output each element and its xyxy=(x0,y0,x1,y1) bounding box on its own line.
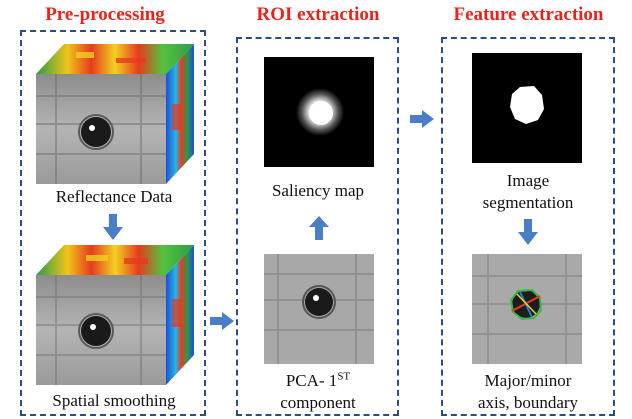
stage-title-preprocessing: Pre-processing xyxy=(45,4,165,25)
label-image-segmentation-line1: Image xyxy=(506,171,550,190)
arrow-down-preprocessing xyxy=(103,214,123,240)
arrow-right-to-roi xyxy=(210,312,234,330)
stage-title-feature: Feature extraction xyxy=(453,4,604,25)
label-reflectance-data: Reflectance Data xyxy=(55,187,173,206)
panel-preprocessing xyxy=(20,30,206,416)
label-pca-superscript: ST xyxy=(337,370,351,383)
label-spatial-smoothing: Spatial smoothing xyxy=(52,391,176,410)
label-major-minor-axis: Major/minor axis, boundary xyxy=(443,370,613,414)
label-pca-main: PCA- 1 xyxy=(285,371,338,390)
label-image-segmentation-line2: segmentation xyxy=(482,193,574,212)
saliency-map-image xyxy=(264,57,374,167)
stage-title-roi: ROI extraction xyxy=(256,4,380,25)
label-pca-line2: component xyxy=(280,393,356,412)
panel-feature xyxy=(441,37,615,416)
label-major-minor-line2: axis, boundary xyxy=(477,393,579,412)
major-minor-axis-image xyxy=(472,254,582,364)
arrow-up-roi xyxy=(309,216,329,240)
label-major-minor-line1: Major/minor xyxy=(484,371,572,390)
panel-roi xyxy=(236,37,399,416)
label-saliency-map: Saliency map xyxy=(271,181,365,200)
label-image-segmentation: Image segmentation xyxy=(443,170,613,214)
pca-first-component-image xyxy=(264,254,374,364)
spatial-smoothing-cube-image xyxy=(36,245,194,385)
arrow-down-feature xyxy=(518,219,538,245)
arrow-right-to-feature xyxy=(410,110,434,128)
reflectance-data-cube-image xyxy=(36,44,194,184)
label-pca-first-component: PCA- 1ST component xyxy=(238,370,398,414)
image-segmentation-image xyxy=(472,53,582,163)
